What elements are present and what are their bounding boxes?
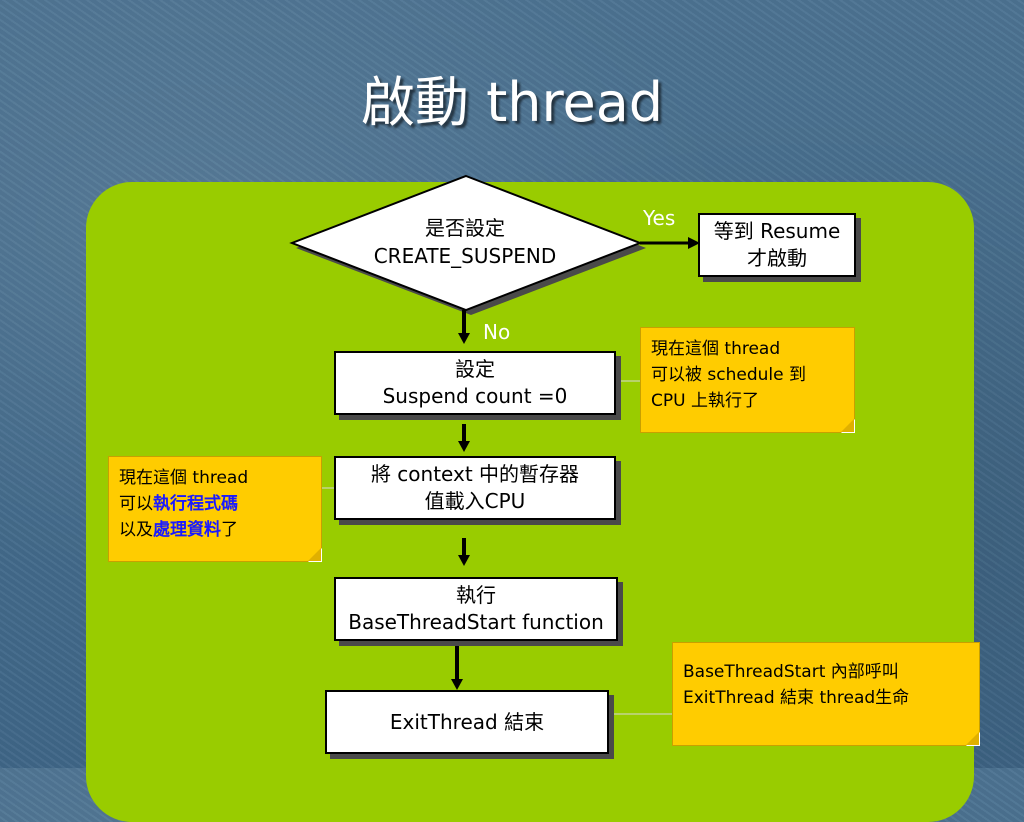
execute-note-line2-emphasis: 執行程式碼 [153, 494, 238, 514]
exitthread-box: ExitThread 結束 [325, 690, 609, 754]
set-suspend-box: 設定 Suspend count =0 [334, 351, 616, 415]
exec-basethreadstart-box: 執行 BaseThreadStart function [334, 577, 618, 641]
execute-note-line3-prefix: 以及 [119, 520, 153, 540]
load-context-line2: 值載入CPU [424, 489, 526, 513]
basethread-note: BaseThreadStart 內部呼叫 ExitThread 結束 threa… [672, 642, 980, 746]
schedule-note-line3: CPU 上執行了 [651, 391, 759, 411]
load-context-line1: 將 context 中的暫存器 [370, 462, 580, 486]
load-context-box: 將 context 中的暫存器 值載入CPU [334, 456, 616, 520]
note-fold-shade [841, 419, 854, 432]
note-fold-shade [966, 732, 979, 745]
decision-line2: CREATE_SUSPEND [373, 244, 557, 268]
arrow-exec-exit-head [451, 679, 463, 690]
schedule-note-line1: 現在這個 thread [651, 339, 781, 359]
execute-note: 現在這個 thread 可以執行程式碼 以及處理資料了 [108, 456, 322, 562]
arrow-set-load-head [458, 441, 470, 452]
yes-label: Yes [643, 206, 676, 230]
basethread-note-line1: BaseThreadStart 內部呼叫 [683, 662, 899, 682]
set-suspend-line2: Suspend count =0 [382, 384, 568, 408]
execute-note-line1: 現在這個 thread [119, 468, 249, 488]
note-fold-shade [308, 548, 321, 561]
schedule-note: 現在這個 thread 可以被 schedule 到 CPU 上執行了 [640, 327, 855, 433]
decision-line1: 是否設定 [425, 216, 505, 240]
schedule-note-line2: 可以被 schedule 到 [651, 365, 806, 385]
wait-resume-line2: 才啟動 [747, 246, 807, 270]
no-arrow-head [458, 333, 470, 344]
slide-title: 啟動 thread [360, 71, 664, 134]
execute-note-line3-suffix: 了 [221, 520, 238, 540]
exitthread-line1: ExitThread 結束 [389, 709, 545, 734]
execute-note-line3-emphasis: 處理資料 [153, 520, 221, 540]
execute-note-line3: 以及處理資料了 [119, 517, 311, 543]
decision-text: 是否設定 CREATE_SUSPEND [300, 214, 630, 270]
wait-resume-box: 等到 Resume 才啟動 [698, 213, 856, 277]
flow-connectors [289, 174, 700, 715]
set-suspend-line1: 設定 [455, 357, 495, 381]
execute-note-line2-prefix: 可以 [119, 494, 153, 514]
arrow-load-exec-head [458, 555, 470, 566]
no-label: No [483, 320, 511, 344]
execute-note-line2: 可以執行程式碼 [119, 491, 311, 517]
basethread-note-line2: ExitThread 結束 thread生命 [683, 688, 910, 708]
exec-basethreadstart-line1: 執行 [456, 583, 496, 607]
yes-arrow-head [688, 237, 700, 249]
exec-basethreadstart-line2: BaseThreadStart function [348, 610, 604, 634]
wait-resume-line1: 等到 Resume [713, 219, 841, 243]
